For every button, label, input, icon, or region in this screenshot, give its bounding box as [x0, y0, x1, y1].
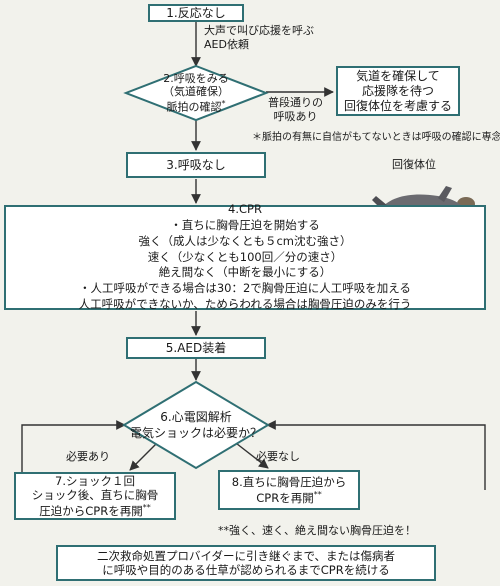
step-8-line2: CPRを再開**: [256, 490, 321, 505]
final-line1: 二次救命処置プロバイダーに引き継ぐまで、または傷病者: [96, 548, 396, 563]
arrow-6-to-7: [129, 439, 161, 471]
recovery-position-text: 回復体位: [392, 158, 436, 171]
step-2-line2: （気道確保）: [163, 85, 229, 99]
cpr-line6: 人工呼吸ができないか、ためらわれる場合は胸骨圧迫のみを行う: [78, 297, 412, 312]
pulse-note-text: ＊脈拍の有無に自信がもてないときは呼吸の確認に専念: [252, 132, 500, 143]
decision-diamond-ecg: [122, 380, 270, 470]
pulse-note: ＊脈拍の有無に自信がもてないときは呼吸の確認に専念: [252, 132, 500, 145]
no-shock-label: 必要なし: [256, 450, 300, 464]
cpr-line1: ・直ちに胸骨圧迫を開始する: [170, 217, 320, 232]
airway-box: 気道を確保して 応援隊を待つ 回復体位を考慮する: [336, 66, 460, 116]
arrow-6-to-8: [231, 439, 269, 469]
shock-needed-text: 必要あり: [66, 450, 110, 463]
compression-note-text: **強く、速く、絶え間ない胸骨圧迫を！: [218, 524, 416, 537]
shock-needed-label: 必要あり: [66, 450, 110, 464]
step-8-line2-text: CPRを再開: [256, 490, 314, 505]
step-1-box: 1.反応なし: [148, 4, 244, 22]
decision-diamond-breathing: [123, 64, 269, 122]
cpr-line3: 速く（少なくとも100回／分の速さ）: [147, 249, 343, 264]
cpr-line2: 強く（成人は少なくとも５cm沈む強さ）: [138, 233, 352, 248]
final-line2: に呼吸や目的のある仕草が認められるまでCPRを続ける: [102, 563, 390, 577]
step-2-text: 2.呼吸をみる （気道確保） 脈拍の確認*: [136, 68, 256, 118]
step-5-label: 5.AED装着: [165, 340, 227, 355]
airway-line3: 回復体位を考慮する: [343, 98, 452, 113]
step-1-label: 1.反応なし: [166, 5, 226, 20]
cpr-line5: ・人工呼吸ができる場合は30：2で胸骨圧迫に人工呼吸を加える: [79, 281, 411, 296]
step-2-line3-text: 脈拍の確認: [166, 100, 222, 114]
call-help-line2: AED依頼: [204, 37, 249, 51]
final-instruction-box: 二次救命処置プロバイダーに引き継ぐまで、または傷病者 に呼吸や目的のある仕草が認…: [56, 545, 436, 581]
step-6-text: 6.心電図解析 電気ショックは必要か？: [130, 398, 262, 452]
step-6-line2: 電気ショックは必要か？: [130, 426, 263, 440]
step-7-mark: **: [142, 502, 151, 512]
step-7-box: 7.ショック１回 ショック後、直ちに胸骨 圧迫からCPRを再開**: [14, 472, 176, 520]
step-2-mark: *: [221, 99, 226, 109]
no-shock-text: 必要なし: [256, 450, 300, 463]
step-3-box: 3.呼吸なし: [126, 152, 266, 178]
loop-7-to-6: [21, 420, 126, 495]
step-8-box: 8.直ちに胸骨圧迫から CPRを再開**: [218, 470, 360, 510]
step-6-line1: 6.心電図解析: [160, 409, 232, 424]
step-8-mark: **: [313, 489, 322, 499]
step-7-line1: 7.ショック１回: [55, 474, 135, 489]
normal-breathing-line1: 普段通りの: [268, 96, 323, 109]
airway-line1: 気道を確保して: [356, 68, 440, 83]
step-2-line1: 2.呼吸をみる: [163, 71, 229, 85]
call-help-line1: 大声で叫び応援を呼ぶ: [204, 24, 314, 37]
step-8-line1: 8.直ちに胸骨圧迫から: [231, 475, 347, 490]
cpr-line4: 絶え間なく（中断を最小にする）: [158, 265, 332, 280]
call-help-note: 大声で叫び応援を呼ぶ AED依頼: [204, 24, 314, 52]
compression-note: **強く、速く、絶え間ない胸骨圧迫を！: [218, 524, 416, 538]
cpr-title: 4.CPR: [228, 202, 262, 216]
step-7-line3: 圧迫からCPRを再開**: [39, 503, 150, 518]
step-3-label: 3.呼吸なし: [166, 157, 226, 172]
normal-breathing-line2: 呼吸あり: [273, 109, 318, 123]
step-2-line3: 脈拍の確認*: [167, 99, 226, 114]
step-5-box: 5.AED装着: [126, 337, 266, 359]
normal-breathing-label: 普段通りの 呼吸あり: [268, 96, 323, 124]
step-7-line3-text: 圧迫からCPRを再開: [39, 503, 143, 518]
step-7-line2: ショック後、直ちに胸骨: [31, 488, 159, 503]
step-4-cpr-box: 4.CPR ・直ちに胸骨圧迫を開始する 強く（成人は少なくとも５cm沈む強さ） …: [4, 202, 486, 312]
airway-line2: 応援隊を待つ: [361, 83, 434, 98]
recovery-position-label: 回復体位: [392, 158, 436, 172]
loop-8-to-6: [266, 420, 486, 490]
